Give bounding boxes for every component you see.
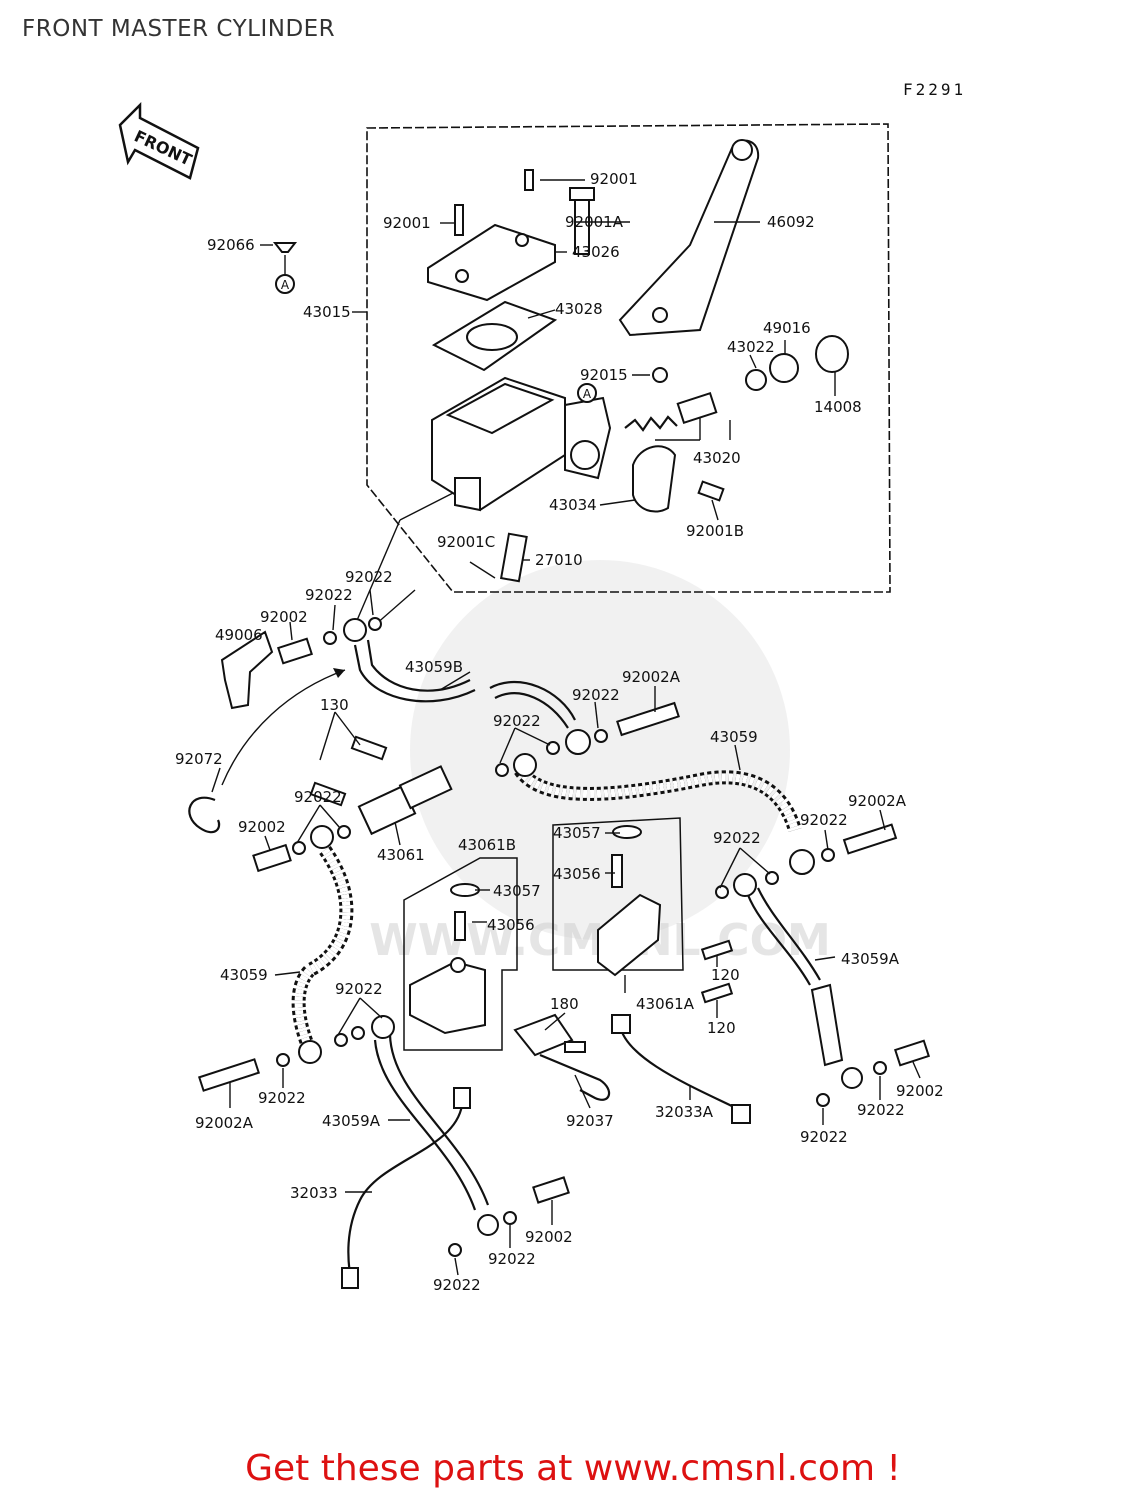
fitting-right: [810, 983, 844, 1067]
part-label: 27010: [535, 551, 583, 569]
part-label: 92001B: [686, 522, 744, 540]
part-label: 43028: [555, 300, 603, 318]
diagram-code: F2291: [903, 80, 967, 99]
part-label: 92022: [800, 1128, 848, 1146]
handlebar-clamp: [632, 445, 677, 513]
part-label: 120: [711, 966, 740, 984]
part-label: 92022: [345, 568, 393, 586]
part-label: 92022: [713, 829, 761, 847]
part-label: 43020: [693, 449, 741, 467]
part-label: 43059A: [322, 1112, 381, 1130]
part-label: 92022: [305, 586, 353, 604]
part-label: 92022: [572, 686, 620, 704]
hose-43059a-lower: [373, 1034, 490, 1211]
part-label: 43056: [487, 916, 535, 934]
reservoir-cap: [427, 223, 556, 302]
part-label: 43059B: [405, 658, 463, 676]
front-arrow-icon: FRONT: [118, 101, 200, 180]
boot-49006: [220, 630, 274, 710]
part-label: 43026: [572, 243, 620, 261]
part-label: 43061A: [636, 995, 695, 1013]
part-label: 92002A: [848, 792, 907, 810]
part-label: 92022: [294, 788, 342, 806]
part-label: 92002: [525, 1228, 573, 1246]
part-label: 92002A: [622, 668, 681, 686]
part-label: 43057: [493, 882, 541, 900]
pivot-bolt: [569, 187, 595, 255]
part-label: 92022: [857, 1101, 905, 1119]
hose-segment: [489, 680, 576, 729]
hose-43059a-right: [746, 887, 821, 986]
part-label: 92066: [207, 236, 255, 254]
callout-marker-a: A: [577, 383, 597, 403]
svg-text:A: A: [281, 278, 290, 292]
part-label: 32033A: [655, 1103, 714, 1121]
brake-lever: [618, 139, 760, 337]
banjo-fitting-top: [277, 617, 382, 665]
watermark: WWW.CMSNL.COM: [369, 560, 831, 966]
bolt-92002a: [616, 701, 680, 737]
part-label: 43059: [710, 728, 758, 746]
part-label: 49016: [763, 319, 811, 337]
corrugated-hose-43059-left: [294, 847, 351, 1057]
part-label: 92022: [335, 980, 383, 998]
page-title: FRONT MASTER CYLINDER: [22, 16, 336, 42]
part-label: 43034: [549, 496, 597, 514]
part-label: 92022: [258, 1089, 306, 1107]
brake-line-32033: [347, 1104, 464, 1276]
svg-text:A: A: [583, 387, 592, 401]
assembly-outline-43015: [352, 123, 891, 593]
clip-92072: [188, 796, 221, 834]
footer-parts-link[interactable]: Get these parts at www.cmsnl.com !: [245, 1448, 901, 1489]
part-label: 92002A: [195, 1114, 254, 1132]
part-label: 32033: [290, 1184, 338, 1202]
part-label: 120: [707, 1019, 736, 1037]
leader-lines: [211, 179, 921, 1276]
bracket-180: [513, 1013, 611, 1101]
part-label: 43022: [727, 338, 775, 356]
part-label: 92022: [433, 1276, 481, 1294]
part-label: 92022: [800, 811, 848, 829]
part-label: 92001: [383, 214, 431, 232]
part-label: 92001: [590, 170, 638, 188]
part-label: 92001C: [437, 533, 495, 551]
part-label: 49006: [215, 626, 263, 644]
hose-43059b: [353, 639, 476, 703]
part-label: 43059: [220, 966, 268, 984]
part-label: 43061: [377, 846, 425, 864]
part-label: 92022: [493, 712, 541, 730]
cap-screw: [454, 204, 464, 236]
part-label: 92037: [566, 1112, 614, 1130]
part-label: 43059A: [841, 950, 900, 968]
junction-43061: [309, 735, 453, 836]
part-labels: 92001 92001 92001A 46092 92066 43026 430…: [175, 170, 944, 1294]
part-label: 14008: [814, 398, 862, 416]
master-cylinder-body: [431, 376, 612, 512]
part-label: 92001A: [565, 213, 624, 231]
part-label: 46092: [767, 213, 815, 231]
reservoir-diaphragm: [431, 300, 558, 372]
brake-switch: [469, 532, 528, 583]
parts-diagram: WWW.CMSNL.COM FRONT: [118, 101, 944, 1294]
group-43061b: [403, 857, 518, 1051]
group-43061a: [552, 817, 734, 1004]
part-label: 92002: [260, 608, 308, 626]
callout-marker-a: A: [272, 242, 298, 294]
part-label: 92072: [175, 750, 223, 768]
part-label: 92015: [580, 366, 628, 384]
piston-assembly: [624, 335, 849, 432]
part-label: 92022: [488, 1250, 536, 1268]
part-label: 92002: [238, 818, 286, 836]
part-label: 92002: [896, 1082, 944, 1100]
part-label: 130: [320, 696, 349, 714]
clamp-bolt: [697, 480, 725, 502]
cap-screw: [524, 169, 534, 191]
part-label: 43061B: [458, 836, 516, 854]
brake-line-32033a: [618, 1024, 741, 1111]
part-label: 43015: [303, 303, 351, 321]
part-label: 43057: [553, 824, 601, 842]
part-label: 43056: [553, 865, 601, 883]
part-label: 180: [550, 995, 579, 1013]
corrugated-hose-43059: [516, 767, 799, 832]
